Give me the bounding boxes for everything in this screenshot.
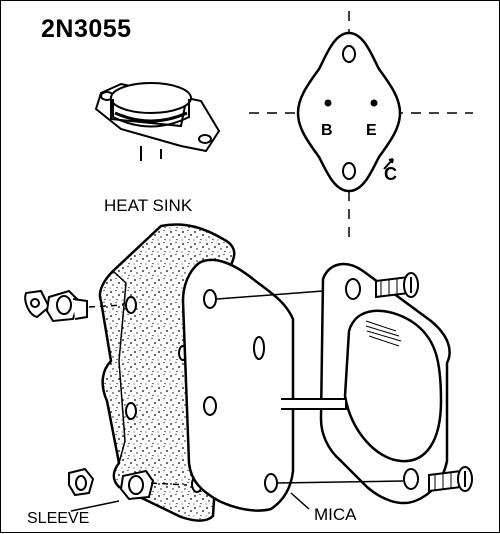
mounting-hole-bottom [342,162,356,180]
screw-bottom-right [428,466,473,493]
transistor-body [281,262,451,505]
sleeve-label: SLEEVE [27,510,90,527]
base-pin-dot [324,99,332,107]
emitter-pin-dot [370,99,378,107]
pinout-diagram [249,11,473,241]
nut-bottom-left [68,467,95,497]
mounting-hole-top [342,45,356,63]
sleeve-part [70,469,155,512]
nut-lug-left [24,289,88,323]
screw-top-right [375,272,419,299]
alignment-lines [88,290,404,510]
heat-sink-label: HEAT SINK [104,196,193,215]
collector-pin-label: C [384,164,397,184]
mica-label: MICA [314,505,357,524]
emitter-pin-label: E [366,122,377,139]
package-outline [296,31,402,193]
transistor-package-perspective [94,82,221,161]
diagram-title: 2N3055 [41,15,132,43]
base-pin-label: B [321,122,333,139]
collector-arrow [383,158,394,170]
mica-insulator [181,258,295,512]
